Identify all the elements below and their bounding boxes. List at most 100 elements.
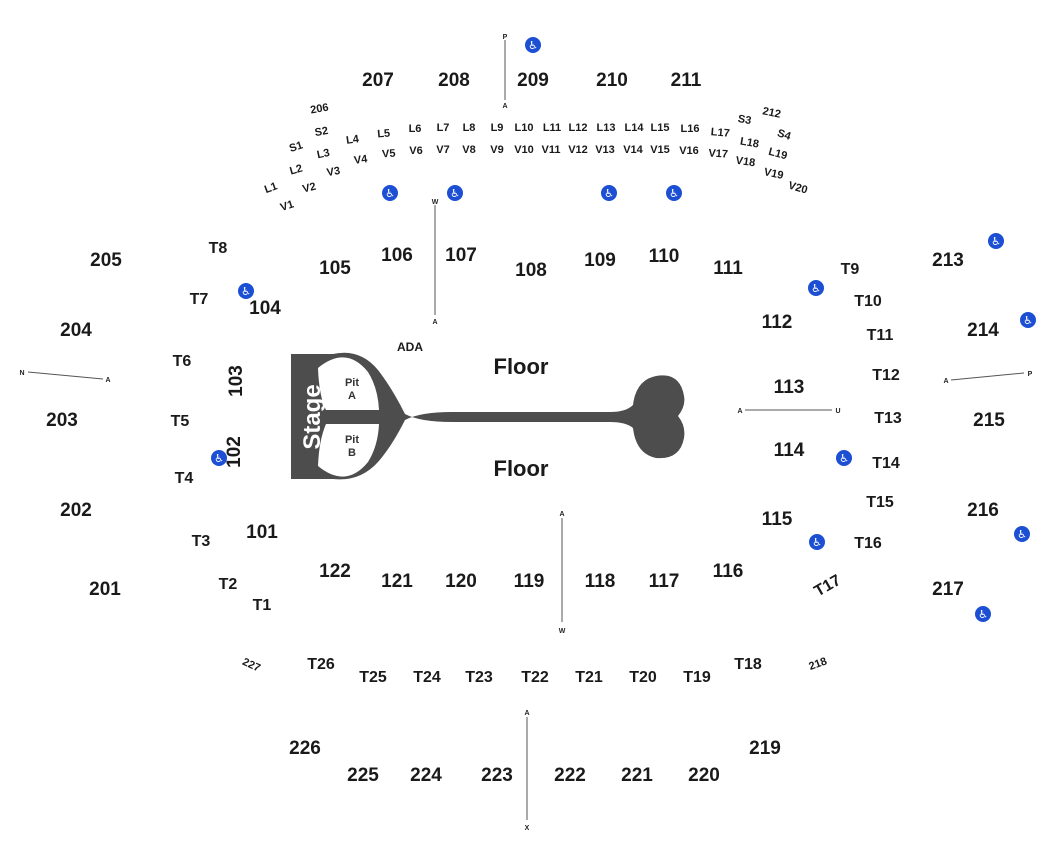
loge-section-label-l18[interactable]: L18	[739, 135, 760, 150]
loge-section-label-s1[interactable]: S1	[288, 139, 305, 155]
section-label-122[interactable]: 122	[319, 561, 351, 582]
vip-section-label-v12[interactable]: V12	[568, 144, 588, 156]
loge-section-label-l16[interactable]: L16	[681, 123, 700, 135]
table-section-label-t25[interactable]: T25	[359, 669, 387, 686]
section-label-208[interactable]: 208	[438, 70, 470, 91]
section-label-206[interactable]: 206	[309, 102, 329, 117]
table-section-label-t6[interactable]: T6	[173, 353, 192, 370]
vip-section-label-v11[interactable]: V11	[542, 144, 561, 156]
vip-section-label-v8[interactable]: V8	[462, 144, 475, 156]
table-section-label-t7[interactable]: T7	[190, 291, 209, 308]
loge-section-label-s4[interactable]: S4	[776, 127, 793, 143]
table-section-label-t18[interactable]: T18	[734, 656, 762, 673]
section-label-101[interactable]: 101	[246, 522, 278, 543]
section-label-111[interactable]: 111	[713, 258, 743, 279]
floor-label-lower[interactable]: Floor	[494, 456, 549, 481]
table-section-label-t24[interactable]: T24	[413, 669, 441, 686]
section-label-108[interactable]: 108	[515, 260, 547, 281]
table-section-label-t13[interactable]: T13	[874, 410, 902, 427]
section-label-210[interactable]: 210	[596, 70, 628, 91]
section-label-103[interactable]: 103	[226, 365, 247, 397]
loge-section-label-l1[interactable]: L1	[263, 180, 279, 196]
section-label-107[interactable]: 107	[445, 245, 477, 266]
table-section-label-t26[interactable]: T26	[307, 656, 335, 673]
section-label-215[interactable]: 215	[973, 410, 1005, 431]
table-section-label-t12[interactable]: T12	[872, 367, 900, 384]
section-label-212[interactable]: 212	[761, 105, 781, 121]
section-label-118[interactable]: 118	[585, 571, 616, 592]
table-section-label-t5[interactable]: T5	[171, 413, 190, 430]
vip-section-label-v10[interactable]: V10	[514, 144, 534, 156]
section-label-209[interactable]: 209	[517, 70, 549, 91]
vip-section-label-v19[interactable]: V19	[763, 166, 785, 182]
loge-section-label-l11[interactable]: L11	[543, 122, 561, 134]
section-label-114[interactable]: 114	[774, 440, 805, 461]
vip-section-label-v5[interactable]: V5	[382, 148, 396, 161]
section-label-214[interactable]: 214	[967, 320, 999, 341]
loge-section-label-s2[interactable]: S2	[314, 125, 329, 139]
loge-section-label-l3[interactable]: L3	[316, 147, 331, 161]
table-section-label-t16[interactable]: T16	[854, 535, 882, 552]
loge-section-label-l5[interactable]: L5	[377, 127, 391, 140]
table-section-label-t22[interactable]: T22	[521, 669, 549, 686]
vip-section-label-v13[interactable]: V13	[595, 144, 615, 156]
section-label-201[interactable]: 201	[89, 579, 121, 600]
loge-section-label-l17[interactable]: L17	[710, 126, 730, 140]
section-label-117[interactable]: 117	[649, 571, 680, 592]
loge-section-label-l13[interactable]: L13	[597, 122, 616, 134]
vip-section-label-v20[interactable]: V20	[787, 180, 809, 197]
table-section-label-t21[interactable]: T21	[575, 669, 603, 686]
vip-section-label-v15[interactable]: V15	[650, 144, 670, 156]
table-section-label-t10[interactable]: T10	[854, 293, 882, 310]
section-label-220[interactable]: 220	[688, 765, 720, 786]
section-label-224[interactable]: 224	[410, 765, 442, 786]
table-section-label-t15[interactable]: T15	[866, 494, 894, 511]
vip-section-label-v3[interactable]: V3	[326, 165, 341, 179]
table-section-label-t17[interactable]: T17	[812, 572, 844, 601]
section-label-120[interactable]: 120	[445, 571, 477, 592]
vip-section-label-v9[interactable]: V9	[490, 144, 503, 156]
loge-section-label-l15[interactable]: L15	[651, 122, 670, 134]
section-label-205[interactable]: 205	[90, 250, 122, 271]
vip-section-label-v14[interactable]: V14	[623, 144, 643, 156]
vip-section-label-v7[interactable]: V7	[436, 144, 449, 156]
vip-section-label-v16[interactable]: V16	[679, 145, 699, 157]
section-label-116[interactable]: 116	[713, 561, 744, 582]
vip-section-label-v6[interactable]: V6	[409, 145, 422, 157]
table-section-label-t20[interactable]: T20	[629, 669, 657, 686]
loge-section-label-l6[interactable]: L6	[409, 123, 422, 135]
section-label-121[interactable]: 121	[381, 571, 413, 592]
loge-section-label-l2[interactable]: L2	[288, 163, 304, 178]
loge-section-label-s3[interactable]: S3	[737, 113, 752, 127]
section-label-226[interactable]: 226	[289, 738, 321, 759]
section-label-223[interactable]: 223	[481, 765, 513, 786]
table-section-label-t23[interactable]: T23	[465, 669, 493, 686]
section-label-211[interactable]: 211	[671, 70, 702, 91]
table-section-label-t9[interactable]: T9	[841, 261, 860, 278]
section-label-105[interactable]: 105	[319, 258, 351, 279]
table-section-label-t11[interactable]: T11	[867, 327, 894, 344]
section-label-113[interactable]: 113	[774, 377, 805, 398]
loge-section-label-l14[interactable]: L14	[625, 122, 645, 134]
section-label-213[interactable]: 213	[932, 250, 964, 271]
section-label-221[interactable]: 221	[621, 765, 653, 786]
pit-b-shape[interactable]	[318, 424, 379, 477]
table-section-label-t4[interactable]: T4	[175, 470, 194, 487]
section-label-222[interactable]: 222	[554, 765, 586, 786]
table-section-label-t1[interactable]: T1	[253, 597, 272, 614]
loge-section-label-l4[interactable]: L4	[345, 133, 360, 147]
section-label-204[interactable]: 204	[60, 320, 92, 341]
section-label-104[interactable]: 104	[249, 298, 281, 319]
section-label-202[interactable]: 202	[60, 500, 92, 521]
section-label-227[interactable]: 227	[240, 656, 262, 675]
floor-label-upper[interactable]: Floor	[494, 354, 549, 379]
section-label-115[interactable]: 115	[762, 509, 793, 530]
section-label-216[interactable]: 216	[967, 500, 999, 521]
section-label-218[interactable]: 218	[807, 655, 828, 673]
loge-section-label-l10[interactable]: L10	[515, 122, 534, 134]
section-label-112[interactable]: 112	[762, 312, 793, 333]
table-section-label-t19[interactable]: T19	[683, 669, 711, 686]
section-label-102[interactable]: 102	[224, 436, 245, 468]
vip-section-label-v17[interactable]: V17	[708, 147, 728, 160]
section-label-109[interactable]: 109	[584, 250, 616, 271]
